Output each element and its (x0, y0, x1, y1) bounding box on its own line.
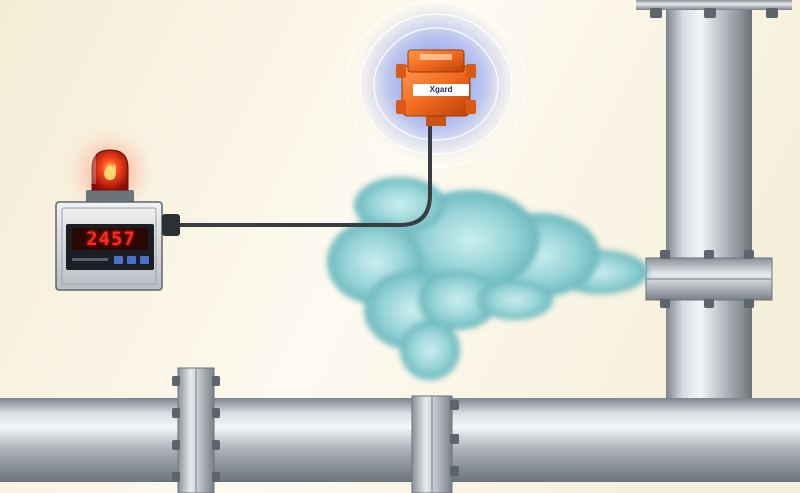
detector-brand-label: Xgard (413, 84, 469, 96)
controller-display-icon (55, 201, 180, 291)
horizontal-pipe (0, 367, 800, 493)
alarm-beacon-icon (70, 132, 150, 212)
sensor-cable (176, 123, 432, 227)
controller-reading: 2457 (86, 228, 136, 250)
gas-leak-cloud (327, 177, 648, 380)
